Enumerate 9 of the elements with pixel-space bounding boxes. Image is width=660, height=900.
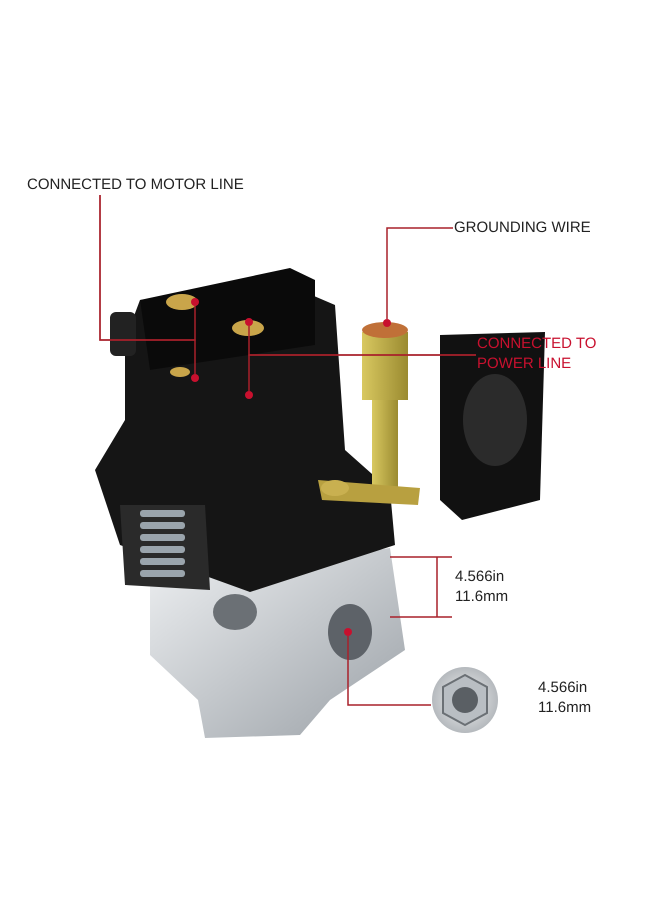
leader-line bbox=[248, 354, 476, 391]
dimension-label: 4.566in 11.6mm bbox=[455, 567, 510, 607]
dimension-label: 4.566in 11.6mm bbox=[538, 678, 592, 718]
leader-line bbox=[347, 636, 431, 706]
callout-dot bbox=[383, 319, 391, 327]
leader-line bbox=[386, 227, 453, 319]
callout-label: CONNECTED TO MOTOR LINE bbox=[27, 175, 244, 195]
callout-label: GROUNDING WIRE bbox=[454, 218, 591, 238]
leader-line bbox=[99, 195, 196, 374]
